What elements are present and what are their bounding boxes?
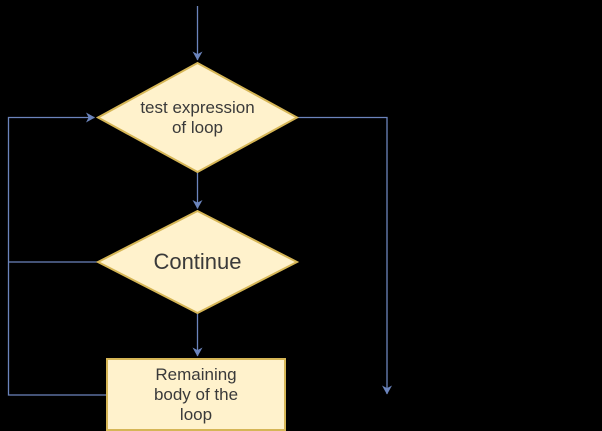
decision-continue	[95, 209, 300, 315]
decision-test-expression	[95, 61, 300, 174]
body-loopback-arrow	[7, 112, 107, 396]
loop-exit-arrow	[297, 116, 392, 395]
process-remaining-body	[106, 358, 286, 431]
